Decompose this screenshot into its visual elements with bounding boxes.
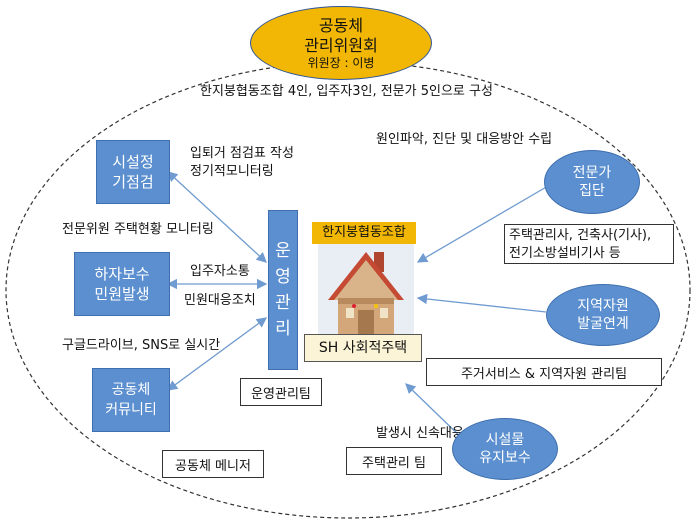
inspection-box-line2: 기점검 bbox=[112, 173, 154, 191]
operation-char-3: 관 bbox=[275, 293, 291, 313]
inspection-box: 시설정 기점검 bbox=[96, 140, 170, 204]
repair-box: 하자보수 민원발생 bbox=[74, 252, 170, 316]
house-label: SH 사회적주택 bbox=[304, 334, 422, 362]
resident-communication-note: 입주자소통 bbox=[190, 264, 250, 279]
expert-list-line2: 전기소방설비기사 등 bbox=[509, 246, 621, 261]
facility-ellipse-line1: 시설물 bbox=[485, 432, 525, 448]
coop-label: 한지붕협동조합 bbox=[312, 222, 416, 244]
expert-monitoring-note: 전문위원 주택현황 모니터링 bbox=[62, 222, 214, 237]
community-box-line2: 커뮤니티 bbox=[105, 402, 157, 418]
expert-list-box: 주택관리사, 건축사(기사), 전기소방설비기사 등 bbox=[504, 224, 674, 264]
resource-team-box: 주거서비스 & 지역자원 관리팀 bbox=[426, 358, 662, 386]
repair-box-line2: 민원발생 bbox=[94, 285, 150, 303]
local-resource-ellipse: 지역자원 발굴연계 bbox=[546, 284, 660, 346]
realtime-sharing-note: 구글드라이브, SNS로 실시간 bbox=[62, 338, 221, 353]
arrow-resource-house bbox=[416, 293, 547, 313]
inspection-note-2: 정기적모니터링 bbox=[190, 164, 274, 179]
operation-char-1: 운 bbox=[275, 241, 291, 261]
complaint-handling-note: 민원대응조치 bbox=[184, 293, 256, 308]
expert-ellipse-line1: 전문가 bbox=[572, 165, 612, 181]
committee-title-line2: 관리위원회 bbox=[304, 35, 378, 55]
community-manager-box: 공동체 메니저 bbox=[162, 450, 264, 478]
resource-ellipse-line2: 발굴연계 bbox=[577, 316, 629, 332]
committee-ellipse: 공동체 관리위원회 위원장 : 이병 bbox=[250, 6, 432, 80]
inspection-box-line1: 시설정 bbox=[112, 153, 154, 171]
housing-team-box: 주택관리 팀 bbox=[346, 447, 442, 475]
operation-box: 운 영 관 리 bbox=[268, 210, 298, 370]
expert-group-ellipse: 전문가 집단 bbox=[544, 150, 640, 214]
resource-ellipse-line1: 지역자원 bbox=[577, 298, 629, 314]
diagnosis-note: 원인파악, 진단 및 대응방안 수립 bbox=[376, 132, 553, 147]
committee-composition: 한지붕협동조합 4인, 입주자3인, 전문가 5인으로 구성 bbox=[200, 84, 493, 99]
facility-ellipse-line2: 유지보수 bbox=[479, 450, 531, 466]
rapid-response-note: 발생시 신속대응 bbox=[376, 426, 464, 441]
expert-list-line1: 주택관리사, 건축사(기사), bbox=[509, 228, 652, 243]
arrow-inspection-operation bbox=[167, 171, 267, 263]
operation-char-4: 리 bbox=[275, 319, 291, 339]
operation-team-box: 운영관리팀 bbox=[240, 378, 322, 406]
arrow-community-operation bbox=[166, 317, 268, 391]
committee-title-line1: 공동체 bbox=[318, 15, 364, 35]
community-box: 공동체 커뮤니티 bbox=[92, 368, 170, 432]
repair-box-line1: 하자보수 bbox=[94, 265, 150, 283]
facility-maintenance-ellipse: 시설물 유지보수 bbox=[452, 418, 558, 480]
committee-chair: 위원장 : 이병 bbox=[307, 55, 375, 70]
outer-dashed-boundary bbox=[5, 61, 691, 519]
inspection-note-1: 입퇴거 점검표 작성 bbox=[190, 146, 294, 161]
community-box-line1: 공동체 bbox=[111, 382, 151, 398]
operation-char-2: 영 bbox=[275, 267, 291, 287]
arrow-expert-house bbox=[416, 185, 549, 263]
expert-ellipse-line2: 집단 bbox=[579, 183, 605, 199]
arrow-facility-house bbox=[405, 383, 467, 443]
